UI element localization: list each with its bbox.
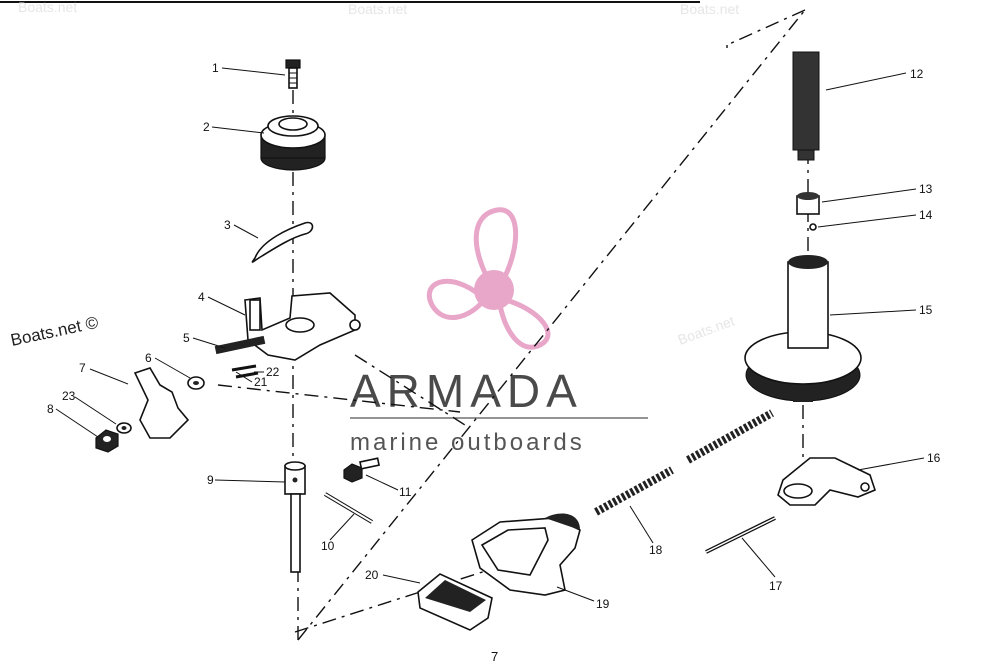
part-pin-10-inner <box>324 493 373 523</box>
leader-14 <box>817 214 917 228</box>
leader-10 <box>329 513 355 541</box>
callout-16: 16 <box>927 451 941 465</box>
watermark-corner: Boats.net © <box>9 313 101 350</box>
callout-18: 18 <box>649 543 663 557</box>
callout-21: 21 <box>254 375 268 389</box>
callout-13: 13 <box>919 182 933 196</box>
callout-20: 20 <box>365 568 379 582</box>
centerline <box>354 354 466 426</box>
part-screw-1 <box>285 59 301 89</box>
leader-4 <box>207 296 246 316</box>
leader-7 <box>89 368 129 385</box>
callout-7: 7 <box>79 361 86 375</box>
leader-8 <box>55 408 99 438</box>
leader-11 <box>365 474 399 491</box>
part-plate-7 <box>133 367 190 439</box>
callout-9: 9 <box>207 473 214 487</box>
centerline-diagonal <box>297 9 806 641</box>
callout-23: 23 <box>62 389 76 403</box>
callout-1: 1 <box>212 61 219 75</box>
part-collar-13 <box>796 192 820 215</box>
part-arm-16 <box>777 457 876 506</box>
part-threaded-shaft-12 <box>792 51 820 161</box>
part-bolt-11 <box>343 457 381 483</box>
part-spring-5 <box>214 335 266 355</box>
part-washer-6 <box>187 376 205 390</box>
part-ball-14 <box>809 223 817 231</box>
callout-11: 11 <box>399 485 412 499</box>
centerline <box>217 384 461 413</box>
centerline <box>294 559 521 633</box>
part-handle-19 <box>471 513 581 596</box>
part-cord-18 <box>594 466 674 516</box>
part-pulley-15 <box>744 255 862 402</box>
callout-8: 8 <box>47 402 54 416</box>
leader-3 <box>233 224 259 239</box>
page-number: 7 <box>491 649 498 664</box>
callout-3: 3 <box>224 218 231 232</box>
centerline <box>726 9 806 46</box>
leader-13 <box>821 188 917 203</box>
part-pin-21 <box>231 364 257 372</box>
callout-15: 15 <box>919 303 933 317</box>
watermark-faint: Boats.net <box>676 313 737 348</box>
callout-14: 14 <box>919 208 933 222</box>
callout-22: 22 <box>266 365 280 379</box>
callout-6: 6 <box>145 351 152 365</box>
part-gear-2 <box>260 115 326 171</box>
armada-propeller-logo <box>427 207 551 350</box>
leader-20 <box>382 574 421 584</box>
leader-9 <box>214 479 286 483</box>
part-bracket-4 <box>244 292 361 361</box>
callout-5: 5 <box>183 331 190 345</box>
leader-17 <box>741 537 776 578</box>
part-insert-20 <box>417 573 493 631</box>
part-nut-8 <box>95 429 119 453</box>
callout-17: 17 <box>769 579 783 593</box>
callout-10: 10 <box>321 539 335 553</box>
part-cord-18b <box>686 409 774 464</box>
part-shaft-9 <box>284 461 306 573</box>
callout-4: 4 <box>198 290 205 304</box>
leader-23 <box>74 396 117 425</box>
leader-18 <box>629 505 654 544</box>
callout-2: 2 <box>203 120 210 134</box>
leader-2 <box>211 126 265 134</box>
watermark-faint: Boats.net <box>18 0 77 15</box>
part-pin-17-inner <box>705 517 776 553</box>
leader-16 <box>857 457 925 471</box>
leader-19 <box>556 586 595 602</box>
leader-5 <box>192 337 226 349</box>
watermark-faint: Boats.net <box>680 1 739 17</box>
part-washer-23 <box>116 422 132 434</box>
part-pin-22 <box>235 371 259 379</box>
callout-19: 19 <box>596 597 610 611</box>
leader-1 <box>221 67 286 76</box>
logo-title: ARMADA <box>350 365 583 417</box>
leader-15 <box>829 309 917 316</box>
part-clip-3 <box>251 221 314 263</box>
logo-subtitle: marine outboards <box>350 429 585 456</box>
leader-21 <box>235 371 253 383</box>
callout-12: 12 <box>910 67 924 81</box>
watermark-faint: Boats.net <box>348 1 407 17</box>
leader-12 <box>825 72 907 91</box>
leader-6 <box>154 357 191 379</box>
